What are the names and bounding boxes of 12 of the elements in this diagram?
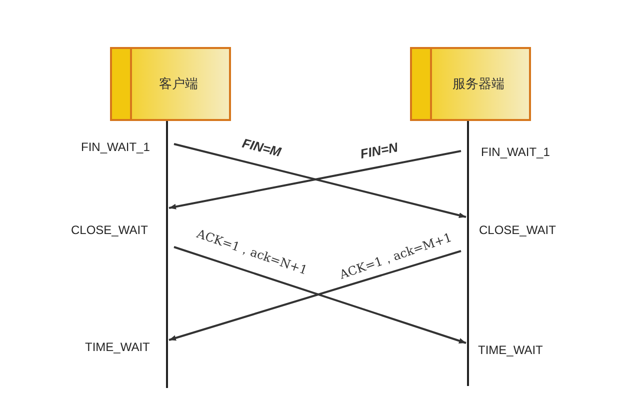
message-arrow — [168, 150, 462, 210]
state-label: TIME_WAIT — [85, 340, 150, 354]
message-arrow — [174, 143, 466, 218]
lifeline — [467, 121, 469, 386]
state-label: CLOSE_WAIT — [71, 223, 148, 237]
state-label: FIN_WAIT_1 — [481, 145, 550, 159]
participant-box: 客户端 — [110, 47, 231, 121]
participant-box: 服务器端 — [410, 47, 531, 121]
lifeline — [166, 121, 168, 388]
state-label: TIME_WAIT — [478, 343, 543, 357]
state-label: CLOSE_WAIT — [479, 223, 556, 237]
state-label: FIN_WAIT_1 — [81, 140, 150, 154]
